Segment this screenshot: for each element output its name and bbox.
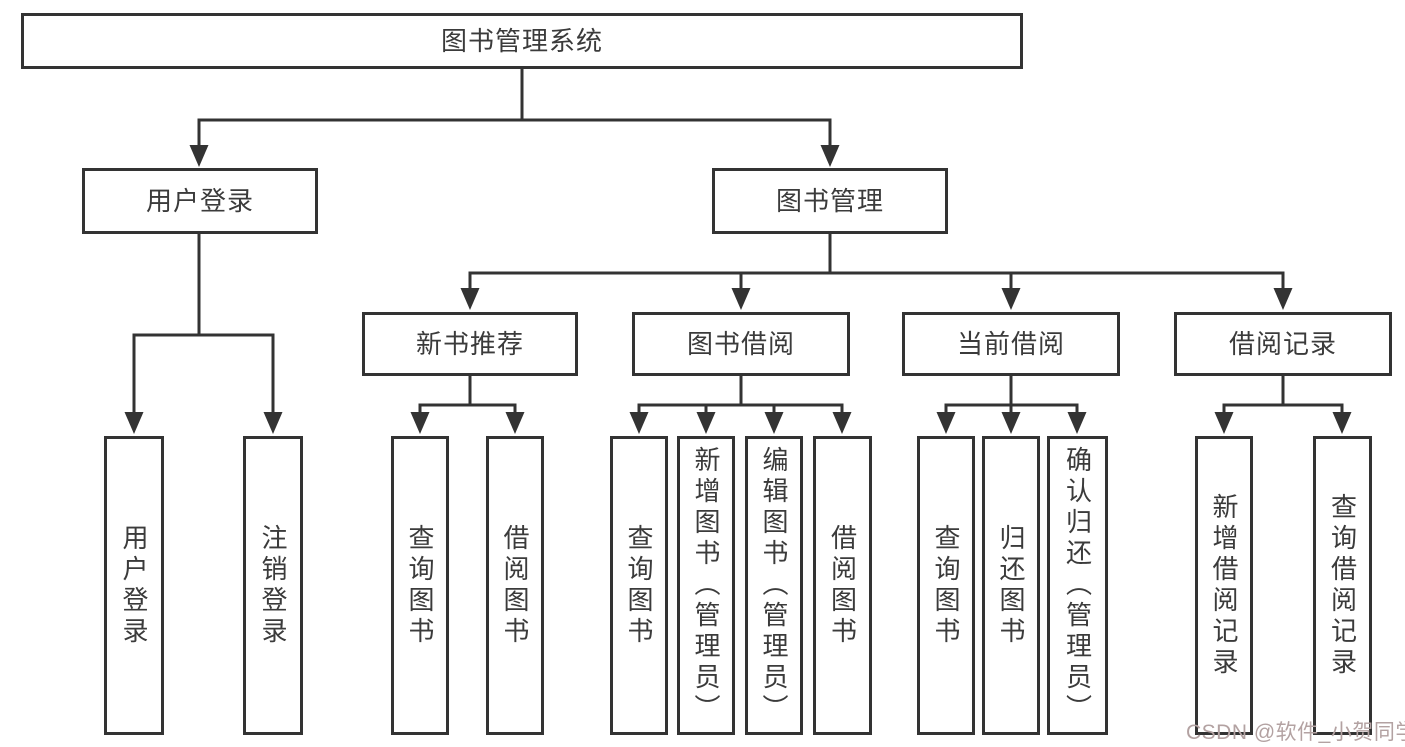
node-label: 确认归还（管理员）	[1062, 446, 1093, 725]
node-label: 归还图书	[996, 523, 1026, 648]
node-label: 用户登录	[145, 186, 254, 216]
leaf-borrow-books-recommend: 借阅图书	[486, 436, 544, 735]
node-library-management-system: 图书管理系统	[21, 13, 1023, 69]
leaf-query-books-current: 查询图书	[917, 436, 975, 735]
node-label: 新书推荐	[415, 329, 524, 359]
node-label: 注销登录	[258, 523, 288, 648]
node-user-login: 用户登录	[82, 168, 318, 234]
leaf-borrow-books: 借阅图书	[813, 436, 872, 735]
leaf-confirm-return-admin: 确认归还（管理员）	[1047, 436, 1108, 735]
node-label: 查询图书	[931, 523, 961, 648]
node-label: 新增图书（管理员）	[691, 446, 721, 725]
leaf-logout: 注销登录	[243, 436, 303, 735]
node-label: 用户登录	[119, 523, 149, 648]
leaf-add-books-admin: 新增图书（管理员）	[677, 436, 735, 735]
node-book-management: 图书管理	[712, 168, 948, 234]
leaf-edit-books-admin: 编辑图书（管理员）	[745, 436, 803, 735]
node-book-borrowing: 图书借阅	[632, 312, 850, 376]
leaf-query-books-recommend: 查询图书	[391, 436, 449, 735]
node-label: 借阅图书	[827, 523, 858, 648]
leaf-query-books-borrow: 查询图书	[610, 436, 668, 735]
node-label: 图书借阅	[686, 329, 795, 359]
node-label: 查询图书	[405, 523, 435, 648]
node-label: 当前借阅	[956, 329, 1065, 359]
node-current-borrowing: 当前借阅	[902, 312, 1120, 376]
leaf-return-books: 归还图书	[982, 436, 1040, 735]
leaf-user-login: 用户登录	[104, 436, 164, 735]
node-label: 图书管理	[775, 186, 884, 216]
node-label: 图书管理系统	[440, 26, 603, 56]
node-new-book-recommend: 新书推荐	[362, 312, 578, 376]
leaf-query-borrow-record: 查询借阅记录	[1313, 436, 1372, 735]
node-label: 新增借阅记录	[1209, 492, 1239, 679]
node-label: 借阅记录	[1228, 329, 1337, 359]
node-borrowing-records: 借阅记录	[1174, 312, 1392, 376]
node-label: 查询借阅记录	[1327, 492, 1358, 679]
node-label: 查询图书	[624, 523, 654, 648]
csdn-watermark: CSDN @软件_小贺同学	[1186, 721, 1405, 744]
leaf-add-borrow-record: 新增借阅记录	[1195, 436, 1253, 735]
node-label: 编辑图书（管理员）	[759, 446, 789, 725]
node-label: 借阅图书	[500, 523, 530, 648]
